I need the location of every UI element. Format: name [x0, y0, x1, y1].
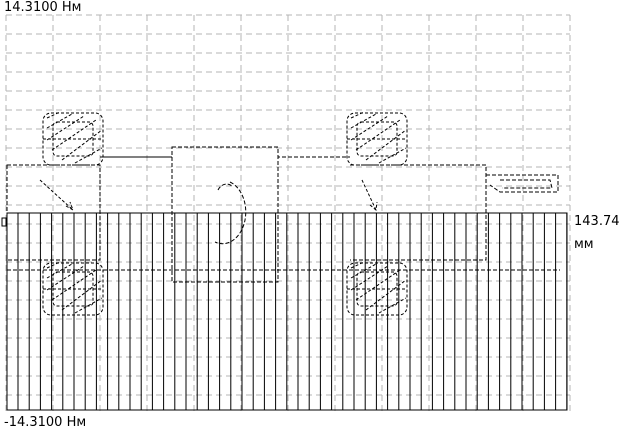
left-bearing-bottom-icon [42, 261, 104, 316]
load-arrow-icon [39, 179, 378, 212]
length-unit-label: мм [574, 237, 594, 252]
left-bearing-top-icon [42, 111, 104, 166]
moment-diagram-bars [6, 212, 568, 411]
min-moment-label: -14.3100 Нм [4, 415, 87, 430]
right-bearing-top-icon [346, 111, 408, 166]
left-edge-marker [1, 217, 7, 227]
length-value-label: 143.74 [574, 214, 620, 229]
right-bearing-bottom-icon [346, 261, 408, 316]
max-moment-label: 14.3100 Нм [4, 0, 82, 15]
